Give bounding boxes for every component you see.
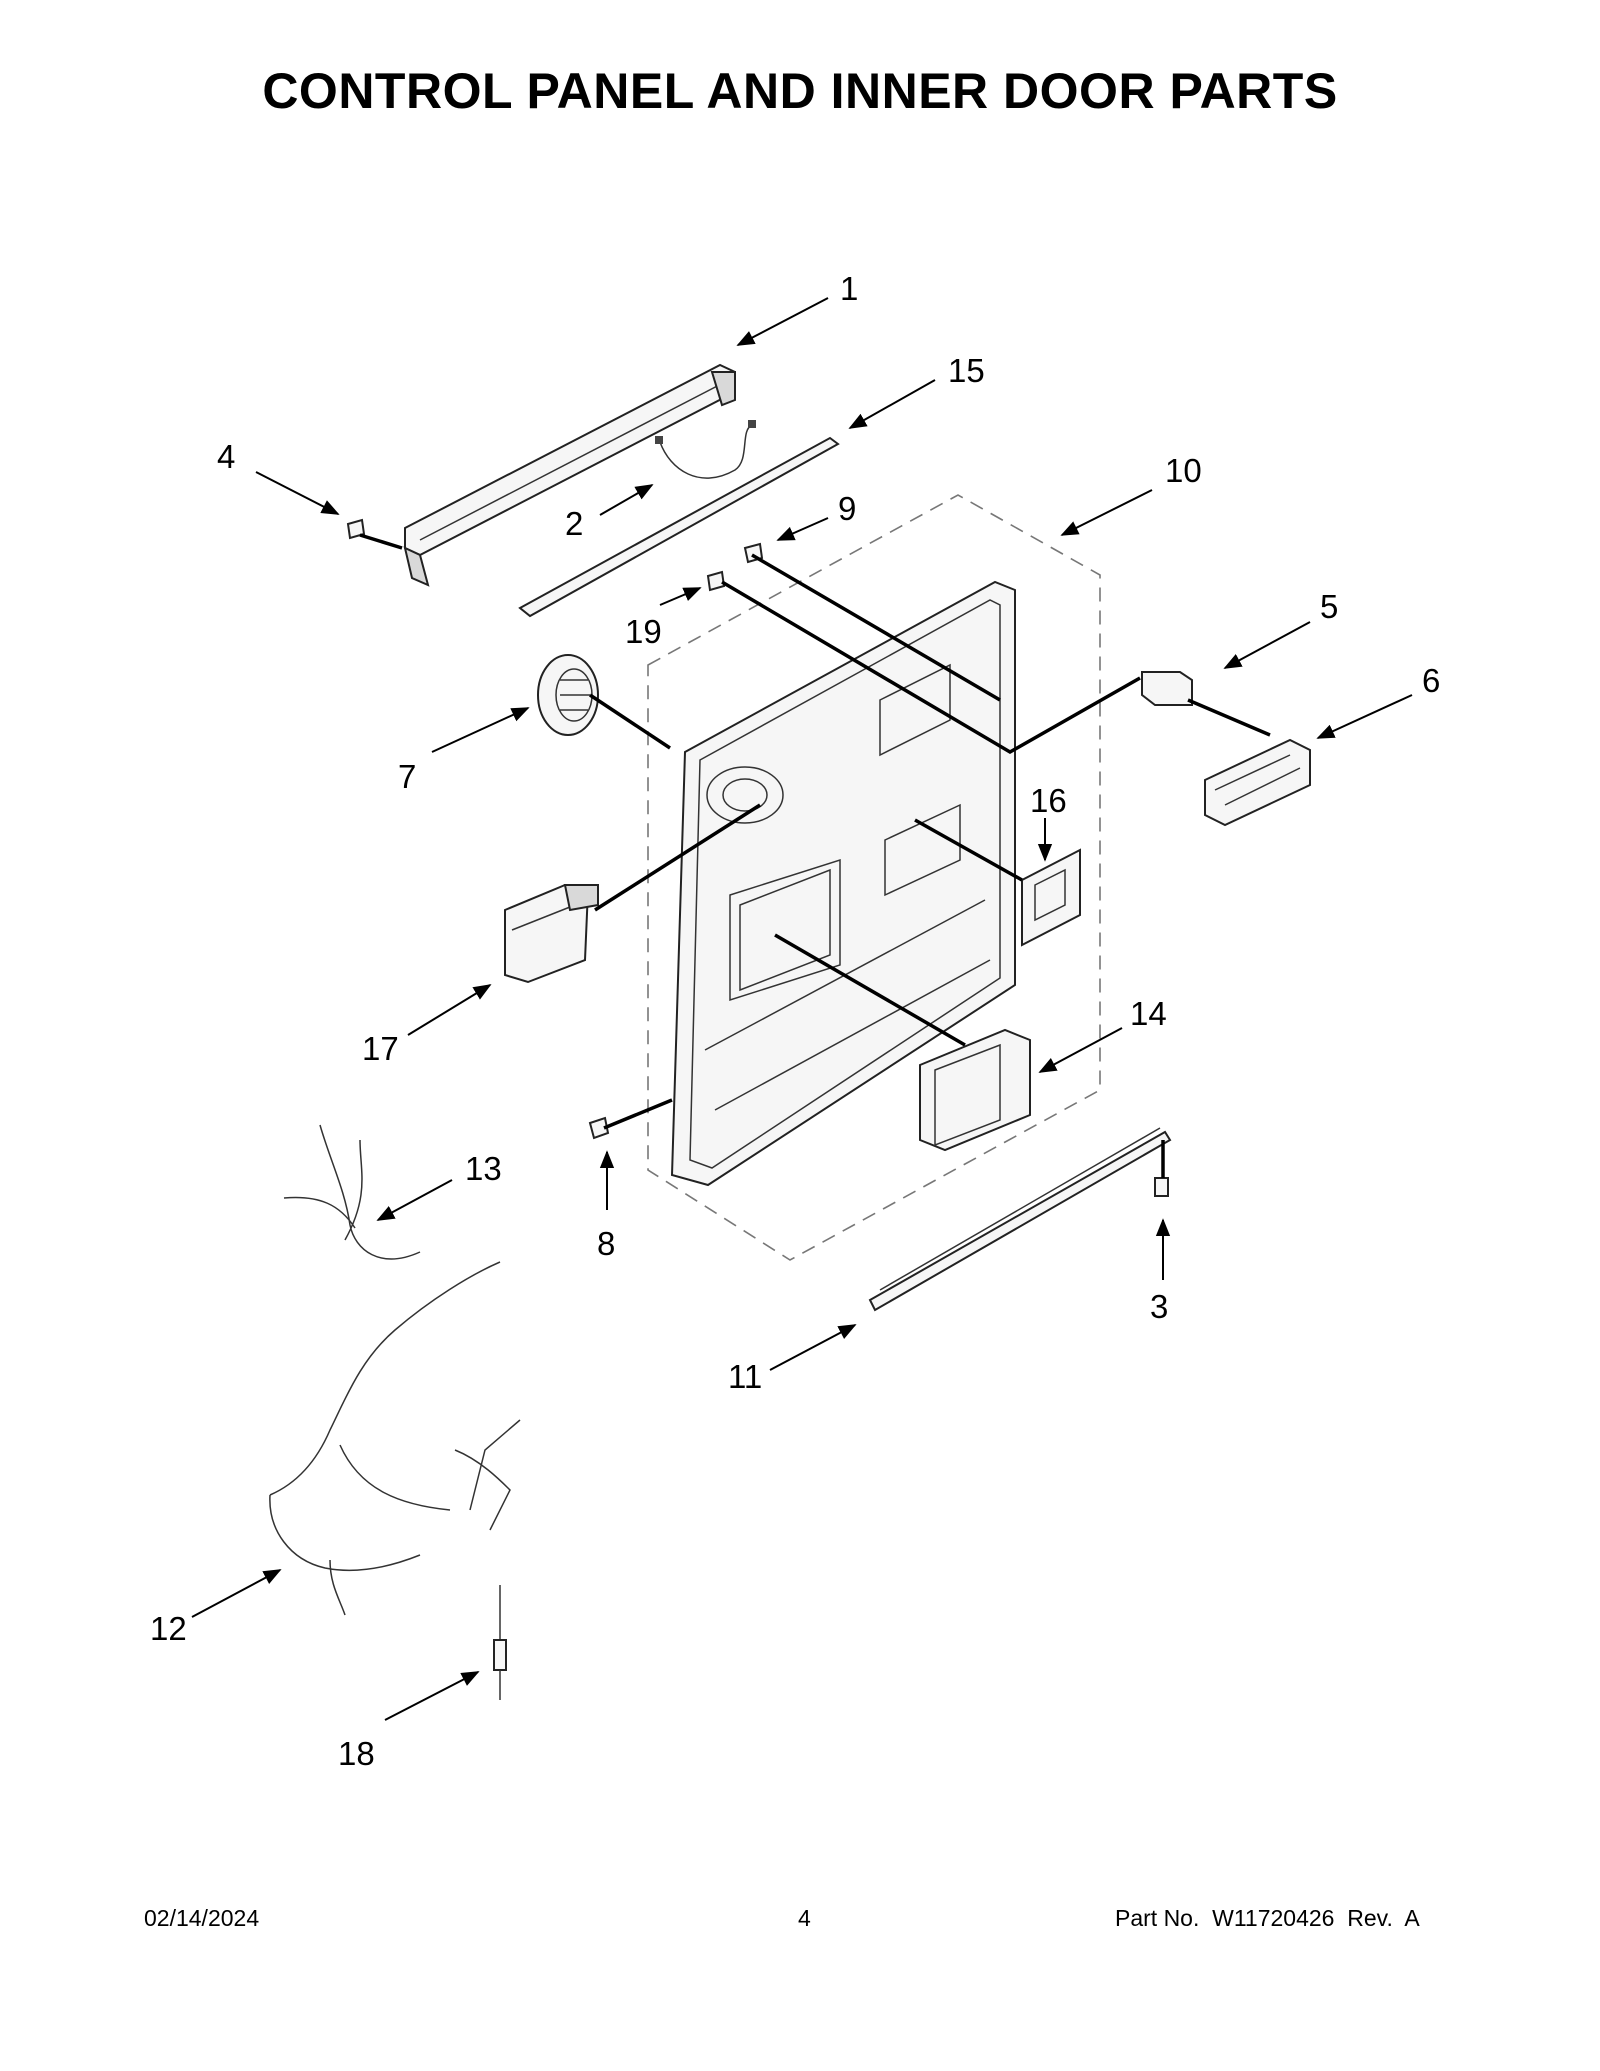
leader-arrows bbox=[191, 297, 1413, 1721]
part-4-screw bbox=[346, 518, 366, 540]
callout-5: 5 bbox=[1320, 588, 1338, 625]
callout-3: 3 bbox=[1150, 1288, 1168, 1325]
callout-13: 13 bbox=[465, 1150, 502, 1187]
part-3-screw bbox=[1154, 1177, 1169, 1197]
part-16-bracket bbox=[1021, 848, 1081, 947]
part-17-housing bbox=[504, 883, 599, 984]
callout-18: 18 bbox=[338, 1735, 375, 1772]
door-assembly-boundary bbox=[647, 494, 1101, 1261]
callout-8: 8 bbox=[597, 1225, 615, 1262]
part-7-vent bbox=[537, 654, 599, 736]
callout-15: 15 bbox=[948, 352, 985, 389]
callout-19: 19 bbox=[625, 613, 662, 650]
part-13-wire-harness bbox=[283, 1124, 421, 1260]
callout-11: 11 bbox=[728, 1358, 762, 1395]
part-14-dispenser bbox=[919, 1028, 1031, 1152]
footer-page-number: 4 bbox=[798, 1905, 811, 1931]
page-title: CONTROL PANEL AND INNER DOOR PARTS bbox=[262, 63, 1338, 119]
footer-part-number: Part No. W11720426 Rev. A bbox=[1115, 1905, 1420, 1931]
part-8-screw bbox=[588, 1116, 610, 1140]
callout-1: 1 bbox=[840, 270, 858, 307]
callout-14: 14 bbox=[1130, 995, 1167, 1032]
callout-7: 7 bbox=[398, 758, 416, 795]
inner-door-panel bbox=[670, 580, 1016, 1187]
part-6-control-module bbox=[1204, 738, 1311, 827]
footer-date: 02/14/2024 bbox=[144, 1905, 260, 1931]
callout-16: 16 bbox=[1030, 782, 1067, 819]
callout-17: 17 bbox=[362, 1030, 399, 1067]
connector-lines bbox=[359, 533, 1271, 1178]
part-19-screw bbox=[706, 570, 726, 592]
part-15-strip bbox=[518, 436, 840, 618]
part-18-fuse bbox=[493, 1585, 507, 1700]
part-12-wire-harness bbox=[269, 1261, 521, 1616]
callout-2: 2 bbox=[565, 505, 583, 542]
callout-4: 4 bbox=[217, 438, 235, 475]
part-2-wire bbox=[655, 420, 756, 479]
callout-6: 6 bbox=[1422, 662, 1440, 699]
part-11-bottom-strip bbox=[868, 1127, 1172, 1312]
part-1-console bbox=[403, 363, 736, 587]
callout-10: 10 bbox=[1165, 452, 1202, 489]
callout-9: 9 bbox=[838, 490, 856, 527]
callout-12: 12 bbox=[150, 1610, 187, 1647]
callout-labels: 1 2 3 4 5 6 7 8 9 10 11 12 13 14 15 16 1… bbox=[150, 270, 1440, 1772]
part-5-latch bbox=[1141, 671, 1193, 706]
